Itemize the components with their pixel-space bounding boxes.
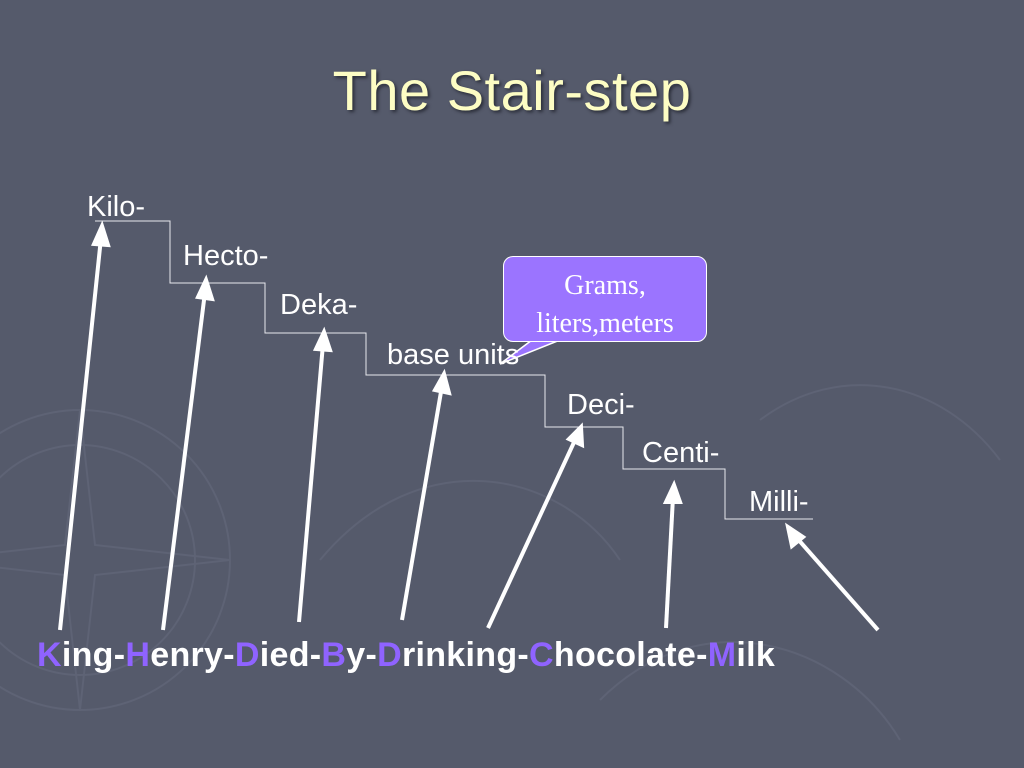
arrowhead-hecto-icon <box>195 274 215 302</box>
mnemonic-letter: C <box>529 636 554 674</box>
mnemonic-word-died: Died- <box>235 636 322 674</box>
arrowhead-deka-icon <box>312 326 333 353</box>
mnemonic-letter: B <box>321 636 347 674</box>
arrowhead-deci-icon <box>565 422 585 449</box>
arrowhead-milli-icon <box>785 522 807 550</box>
mnemonic-rest: y- <box>346 636 378 674</box>
mnemonic-letter: H <box>125 636 151 674</box>
mnemonic-letter: M <box>707 636 737 674</box>
mnemonic-letter: K <box>37 636 62 674</box>
step-deka: Deka- <box>280 289 358 321</box>
arrow-milli <box>794 535 880 632</box>
arrowhead-base-icon <box>431 368 452 396</box>
slide-title: The Stair-step <box>332 59 692 122</box>
mnemonic-word-chocolate: Chocolate- <box>529 636 708 674</box>
arrow-kilo <box>58 237 103 631</box>
step-milli: Milli- <box>749 486 809 518</box>
step-centi: Centi- <box>642 437 720 469</box>
mnemonic-word-henry: Henry- <box>125 636 235 674</box>
mnemonic-rest: rinking- <box>401 636 530 674</box>
arrow-base <box>400 385 444 621</box>
arrowhead-kilo-icon <box>91 220 111 248</box>
mnemonic-word-by: By- <box>321 636 377 674</box>
arrow-hecto <box>161 291 207 631</box>
arrow-deci <box>486 437 578 629</box>
mnemonic-rest: ilk <box>736 636 776 674</box>
mnemonic-sentence: King-Henry-Died-By-Drinking-Chocolate-Mi… <box>37 636 775 675</box>
arrow-deka <box>297 343 325 623</box>
callout-line-2: liters,meters <box>536 308 674 339</box>
mnemonic-rest: hocolate- <box>553 636 708 674</box>
mnemonic-rest: ing- <box>61 636 126 674</box>
mnemonic-letter: D <box>234 636 260 674</box>
arrow-centi <box>664 496 675 629</box>
units-callout: Grams, liters,meters <box>503 256 707 342</box>
step-hecto: Hecto- <box>183 240 269 272</box>
callout-line-1: Grams, <box>564 270 646 301</box>
stair-outline <box>95 220 813 520</box>
mnemonic-letter: D <box>377 636 402 674</box>
mnemonic-word-milk: Milk <box>708 636 775 674</box>
step-kilo: Kilo- <box>87 191 146 223</box>
step-base-units: base units <box>387 339 520 371</box>
mnemonic-rest: enry- <box>150 636 235 674</box>
arrowhead-centi-icon <box>662 479 683 504</box>
mnemonic-rest: ied- <box>259 636 322 674</box>
mnemonic-word-drinking: Drinking- <box>377 636 529 674</box>
step-deci: Deci- <box>567 389 635 421</box>
mnemonic-word-king: King- <box>37 636 125 674</box>
